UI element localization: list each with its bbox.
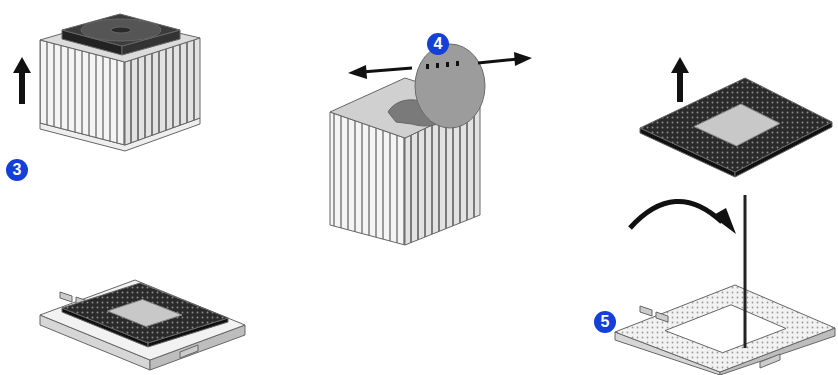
socket-tab [760, 354, 780, 368]
cpu-in-socket [40, 280, 245, 370]
lift-arrow [671, 57, 689, 102]
socket-lever [744, 195, 747, 348]
fan-hub [111, 27, 131, 33]
empty-socket [615, 285, 835, 375]
lever-arrow [630, 201, 736, 234]
callout-number: 5 [594, 311, 616, 333]
fan-blades [81, 19, 161, 41]
arrow-head [348, 65, 367, 79]
socket-top [40, 280, 245, 360]
cpu-package [62, 283, 228, 343]
cpu-lifted [640, 78, 832, 177]
socket-lever [180, 345, 198, 358]
lift-arrow [13, 57, 31, 104]
arrow-head [712, 208, 736, 234]
arrow-head [514, 52, 532, 66]
cpu-package [640, 78, 832, 172]
arrow-shaft [677, 70, 683, 102]
heatsink-with-fan [40, 14, 200, 151]
cleaning-pad [415, 44, 485, 128]
motion-dash [456, 61, 459, 66]
callout-number: 4 [427, 33, 449, 55]
arrow-head [13, 57, 31, 73]
callout-number: 3 [6, 159, 28, 181]
socket-tab [656, 312, 668, 322]
cpu-die [694, 104, 780, 146]
motion-dash [446, 62, 449, 67]
socket-opening [665, 305, 786, 353]
arrow-shaft [478, 59, 518, 63]
heatsink [330, 44, 485, 245]
arrow-head [671, 57, 689, 73]
heatsink-top [40, 18, 200, 62]
arrow-shaft [19, 70, 25, 104]
fan-top [62, 14, 180, 46]
cpu-die [108, 300, 183, 327]
motion-dash [436, 63, 439, 68]
arrow-shaft [630, 201, 722, 228]
socket-top [615, 285, 835, 372]
motion-dash [426, 64, 429, 69]
arrow-shaft [362, 68, 412, 72]
socket-tab [640, 306, 652, 316]
rub-arrows [348, 52, 532, 79]
socket-tab [60, 292, 72, 302]
